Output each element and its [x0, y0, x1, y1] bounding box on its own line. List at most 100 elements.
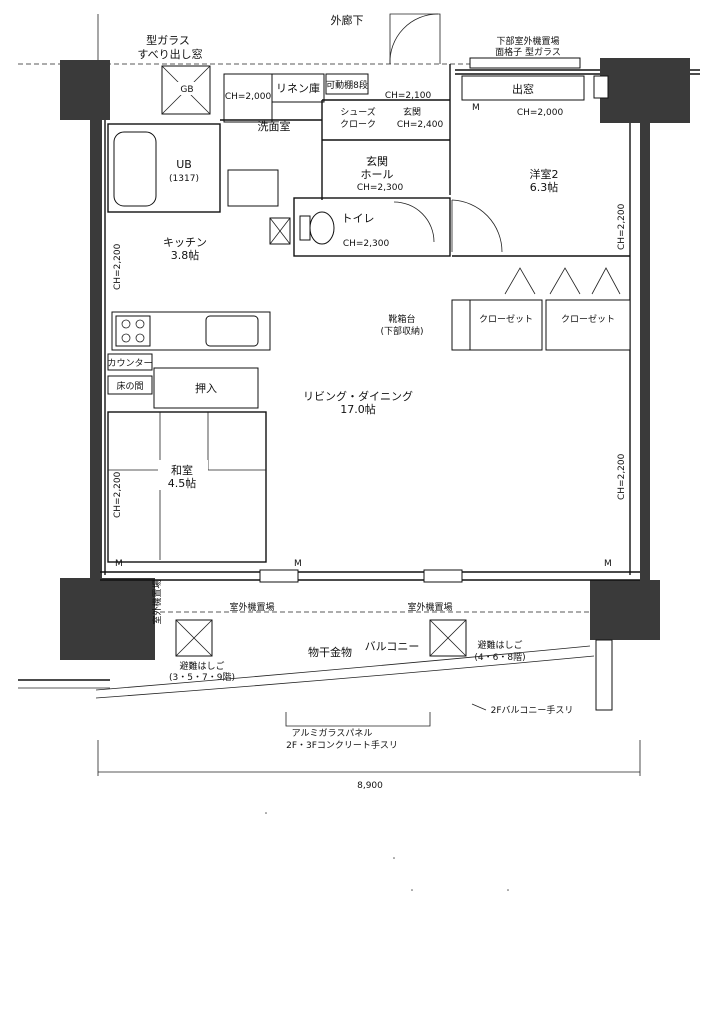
dim-width: 8,900: [357, 781, 383, 791]
stove: [115, 315, 151, 347]
rail-2f-leader: [471, 703, 487, 711]
oshiire-label: 押入: [195, 381, 217, 395]
hall-ch: CH=2,300: [357, 183, 404, 193]
shelf-label: 可動棚8段: [326, 79, 368, 91]
glass-panel-label: アルミガラスパネル: [292, 728, 373, 739]
toilet-tank: [299, 215, 311, 241]
outdoor-unit-3: 室外機置場: [407, 601, 452, 613]
ch-2200-right: CH=2,200: [617, 203, 627, 250]
entrance-ch: CH=2,400: [397, 120, 444, 130]
ch-2200-left: CH=2,200: [113, 243, 123, 290]
unit-bath-room: [107, 123, 221, 213]
bathtub: [113, 131, 157, 207]
gb-label: GB: [180, 85, 193, 95]
burner-4: [135, 333, 145, 343]
hall-label: 玄関: [366, 154, 388, 168]
frosted-glass: 型ガラス: [146, 33, 190, 47]
burner-2: [135, 319, 145, 329]
speck-1: [265, 812, 267, 814]
bay-side: [593, 75, 609, 99]
burner-1: [121, 319, 131, 329]
wash-basin: [227, 169, 279, 207]
ladder-left-floors: (3・5・7・9階): [169, 672, 235, 683]
unit-bath-label: UB: [176, 158, 192, 171]
counter-box: [107, 353, 153, 371]
glass-panel-bracket: [285, 712, 431, 727]
bay-ch: CH=2,000: [517, 108, 564, 118]
left-wall: [90, 120, 102, 578]
slide-window: すべり出し窓: [137, 47, 202, 61]
sink: [205, 315, 259, 347]
closet-a-label: クローゼット: [479, 313, 533, 325]
kitchen-area: 3.8帖: [171, 249, 200, 262]
rail-2f-label: 2Fバルコニー手スリ: [491, 704, 574, 716]
japanese-room-area: 4.5帖: [168, 477, 197, 490]
alcove-label: 床の間: [116, 380, 143, 392]
washer-x2: [269, 217, 291, 245]
ch-2200-jp: CH=2,200: [113, 471, 123, 518]
mark-m-left: M: [115, 559, 123, 569]
closet-b: [545, 299, 631, 351]
ch-2200-lr: CH=2,200: [617, 453, 627, 500]
outdoor-unit-2: 室外機置場: [229, 601, 274, 613]
toilet-bowl: [309, 211, 335, 245]
entrance-door-swing: [389, 13, 441, 64]
balcony-right-post: [595, 639, 613, 711]
outdoor-unit-a: [259, 569, 299, 583]
right-wall: [640, 123, 650, 580]
shoes-cloak: シューズ: [340, 106, 376, 118]
closet-fold-3: [591, 267, 621, 295]
concrete-rail-label: 2F・3Fコンクリート手スリ: [286, 739, 398, 751]
oshiire-box: [153, 367, 259, 409]
balcony-rail-1: [95, 645, 591, 691]
ch-2100: CH=2,100: [385, 91, 432, 101]
entrance-door-arc: [389, 13, 439, 65]
alcove-box: [107, 375, 153, 395]
ladder-right-floors: (4・6・8階): [474, 652, 525, 663]
ladder-left-x2: [175, 619, 213, 657]
japanese-label-bg: [158, 460, 208, 490]
washroom-label: 洗面室: [258, 119, 291, 133]
outdoor-unit-1: 室外機置場: [151, 579, 163, 624]
ladder-left-label: 避難はしご: [179, 660, 224, 672]
outer-corridor-label: 外廊下: [331, 13, 364, 27]
entrance-label: 玄関: [403, 106, 421, 118]
linen-label: リネン庫: [276, 81, 320, 95]
speck-2: [393, 857, 395, 859]
living-label: リビング・ダイニング: [303, 389, 413, 403]
balcony-label: バルコニー: [365, 640, 420, 653]
hanger-label: 物干金物: [308, 645, 352, 659]
balcony-rail-2: [95, 655, 595, 699]
mark-m-mid: M: [294, 559, 302, 569]
shoes-cloak-2: クローク: [340, 119, 376, 130]
gb-label-bg: [177, 82, 197, 95]
shoe-cabinet-note: (下部収納): [380, 325, 423, 337]
lower-louver: 下部室外機置場: [496, 35, 559, 47]
bath-ch: CH=2,000: [225, 92, 272, 102]
japanese-room-label: 和室: [171, 463, 193, 477]
column-top-right: [600, 58, 690, 123]
mark-m-top: M: [472, 103, 480, 113]
column-bottom-right: [590, 580, 660, 640]
bay-window-label: 出窓: [512, 82, 534, 96]
western-room-label: 洋室2: [530, 167, 559, 181]
column-top-left: [60, 60, 110, 120]
speck-3: [411, 889, 413, 891]
toilet-door-arc: [393, 201, 435, 243]
closet-fold-2: [549, 267, 581, 295]
linen-box: [271, 73, 325, 103]
outdoor-unit-b: [423, 569, 463, 583]
kitchen-label: キッチン: [163, 236, 207, 249]
bay-window: [461, 75, 585, 101]
unit-bath-size: (1317): [169, 174, 199, 184]
counter-label: カウンター: [107, 358, 152, 369]
hall-label-2: ホール: [361, 168, 394, 181]
closet-a: [469, 299, 543, 351]
living-area: 17.0帖: [340, 403, 376, 416]
burner-3: [121, 333, 131, 343]
speck-4: [507, 889, 509, 891]
western-door-arc: [451, 199, 503, 253]
ladder-right-label: 避難はしご: [477, 639, 522, 651]
lattice-glass: 面格子 型ガラス: [495, 46, 561, 58]
